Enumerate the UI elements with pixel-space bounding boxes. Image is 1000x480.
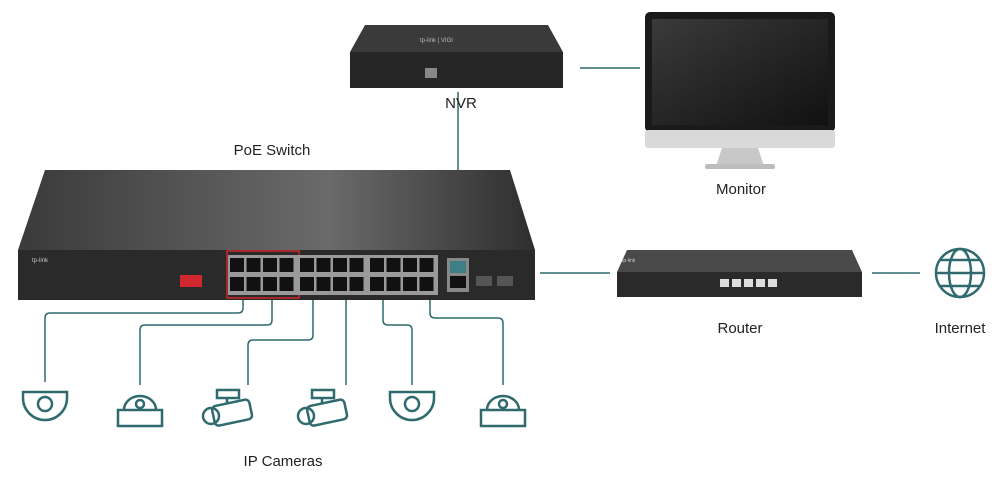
nvr-label: NVR — [445, 95, 477, 112]
ip-cameras-label: IP Cameras — [243, 453, 323, 470]
ethernet-port — [279, 277, 294, 291]
monitor-device — [645, 12, 835, 169]
globe-icon — [934, 247, 986, 299]
ethernet-port — [419, 277, 434, 291]
router-label: Router — [717, 320, 763, 337]
ethernet-port — [279, 258, 294, 272]
ethernet-port — [370, 258, 384, 272]
poe-switch-device: tp-link — [18, 170, 535, 300]
router-logo: tp-link — [622, 258, 636, 264]
line-camera-5 — [382, 300, 413, 385]
ethernet-port — [316, 258, 331, 272]
ethernet-port — [403, 258, 417, 272]
switch-ports — [228, 255, 438, 295]
ethernet-port — [300, 277, 314, 291]
ethernet-port — [230, 258, 244, 272]
ethernet-port — [333, 277, 347, 291]
ethernet-port — [370, 277, 384, 291]
ethernet-port — [403, 277, 417, 291]
internet-label: Internet — [934, 320, 986, 337]
ethernet-port — [246, 277, 261, 291]
ethernet-port — [300, 258, 314, 272]
line-camera-2 — [139, 300, 273, 385]
dome-camera-icon — [479, 394, 527, 428]
dome-camera-icon — [21, 390, 69, 422]
bullet-camera-icon — [296, 388, 349, 427]
ethernet-port — [263, 258, 277, 272]
line-camera-6 — [429, 300, 504, 385]
dome-camera-icon — [388, 390, 436, 422]
ethernet-port — [230, 277, 244, 291]
poe-switch-label: PoE Switch — [233, 142, 311, 159]
monitor-label: Monitor — [715, 181, 767, 198]
dome-camera-icon — [116, 394, 164, 428]
nvr-device: tp-link | VIGI — [350, 25, 563, 88]
nvr-logo: tp-link | VIGI — [420, 38, 453, 44]
router-device: tp-link — [617, 250, 862, 297]
ethernet-port — [316, 277, 331, 291]
ethernet-port — [333, 258, 347, 272]
line-camera-3 — [247, 300, 314, 385]
ethernet-port — [349, 277, 364, 291]
ethernet-port — [263, 277, 277, 291]
ethernet-port — [349, 258, 364, 272]
ethernet-port — [386, 277, 401, 291]
bullet-camera-icon — [201, 388, 254, 427]
ethernet-port — [386, 258, 401, 272]
ip-cameras — [21, 388, 527, 428]
line-camera-1 — [44, 300, 244, 382]
ethernet-port — [419, 258, 434, 272]
switch-logo: tp-link — [32, 258, 49, 264]
ethernet-port — [246, 258, 261, 272]
